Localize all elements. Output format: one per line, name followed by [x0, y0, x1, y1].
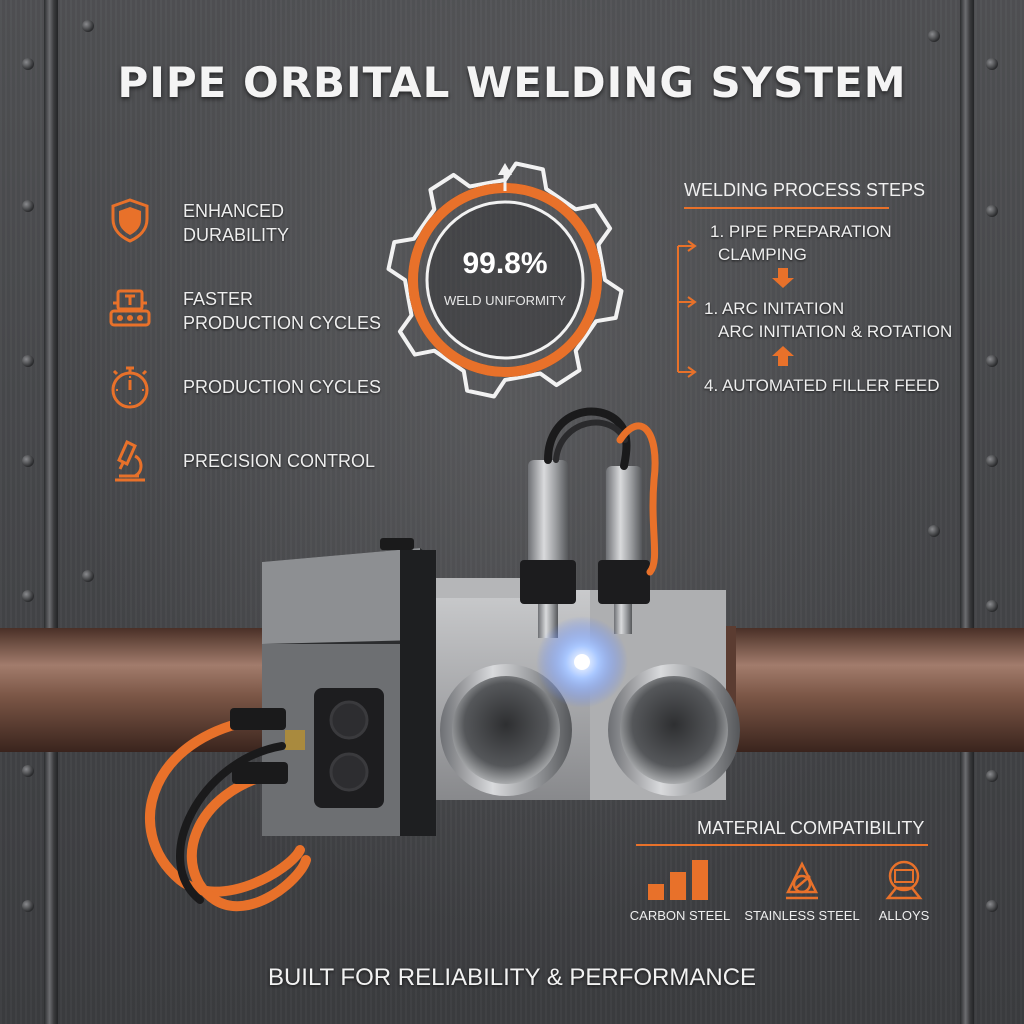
gauge-value: 99.8%: [462, 247, 548, 280]
rivet: [928, 30, 940, 42]
rivet: [22, 355, 34, 367]
right-seam: [960, 0, 974, 1024]
rivet: [986, 205, 998, 217]
rivet: [986, 770, 998, 782]
material-carbon-steel: CARBON STEEL: [620, 858, 740, 923]
rivet: [82, 570, 94, 582]
material-stainless-steel: STAINLESS STEEL: [742, 858, 862, 923]
materials-rule: [636, 844, 928, 846]
material-label: ALLOYS: [878, 908, 930, 923]
process-step-2: 1. ARC INITATION ARC INITIATION & ROTATI…: [704, 297, 952, 343]
weld-uniformity-gauge: 99.8% WELD UNIFORMITY: [385, 155, 625, 400]
microscope-icon: [115, 439, 145, 482]
left-seam: [44, 0, 58, 1024]
rivet: [22, 58, 34, 70]
process-flow-connector: [677, 240, 794, 378]
material-alloys: ALLOYS: [844, 858, 964, 923]
rivet: [22, 455, 34, 467]
rivet: [22, 765, 34, 777]
step-line: ARC INITIATION & ROTATION: [718, 322, 953, 341]
process-step-3: 4. AUTOMATED FILLER FEED: [704, 374, 940, 397]
feature-line: FASTER: [183, 289, 254, 309]
tagline: BUILT FOR RELIABILITY & PERFORMANCE: [267, 964, 757, 991]
gear-icon: [386, 161, 624, 399]
rivet: [928, 525, 940, 537]
orbital-welder-illustration: [0, 407, 1024, 912]
rivet: [22, 900, 34, 912]
bar-chart-icon: [648, 860, 708, 900]
rivet: [986, 355, 998, 367]
feature-line: PRODUCTION CYCLES: [183, 377, 382, 397]
alloy-emblem-icon: [885, 860, 923, 900]
gauge-label: WELD UNIFORMITY: [443, 293, 567, 308]
rivet: [986, 600, 998, 612]
material-label: CARBON STEEL: [629, 908, 731, 923]
rivet: [22, 200, 34, 212]
rivet: [986, 900, 998, 912]
process-steps-rule: [684, 207, 889, 209]
rivet: [22, 590, 34, 602]
material-label: STAINLESS STEEL: [744, 908, 860, 923]
steel-emblem-icon: [785, 861, 819, 900]
feature-precision-control: PRECISION CONTROL: [105, 436, 405, 492]
materials-title: MATERIAL COMPATIBILITY: [697, 818, 925, 838]
rivet: [986, 58, 998, 70]
rivet: [82, 20, 94, 32]
step-line: 4. AUTOMATED FILLER FEED: [704, 376, 940, 395]
feature-production-cycles: PRODUCTION CYCLES: [105, 362, 405, 418]
step-line: 1. PIPE PREPARATION: [710, 222, 892, 241]
feature-line: PRECISION CONTROL: [183, 451, 376, 471]
feature-line: PRODUCTION CYCLES: [183, 313, 382, 333]
feature-faster-cycles: FASTER PRODUCTION CYCLES: [105, 283, 405, 339]
stopwatch-icon: [111, 366, 149, 409]
step-line: 1. ARC INITATION: [704, 299, 845, 318]
process-step-1: 1. PIPE PREPARATION CLAMPING: [710, 220, 892, 266]
step-line: CLAMPING: [718, 245, 807, 264]
feature-line: ENHANCED: [183, 201, 285, 221]
machine-icon: [109, 289, 151, 327]
feature-durability: ENHANCED DURABILITY: [105, 195, 405, 251]
page-title: PIPE ORBITAL WELDING SYSTEM: [117, 58, 907, 107]
feature-line: DURABILITY: [183, 225, 290, 245]
process-steps-title: WELDING PROCESS STEPS: [684, 180, 926, 200]
shield-icon: [111, 198, 149, 243]
rivet: [986, 455, 998, 467]
